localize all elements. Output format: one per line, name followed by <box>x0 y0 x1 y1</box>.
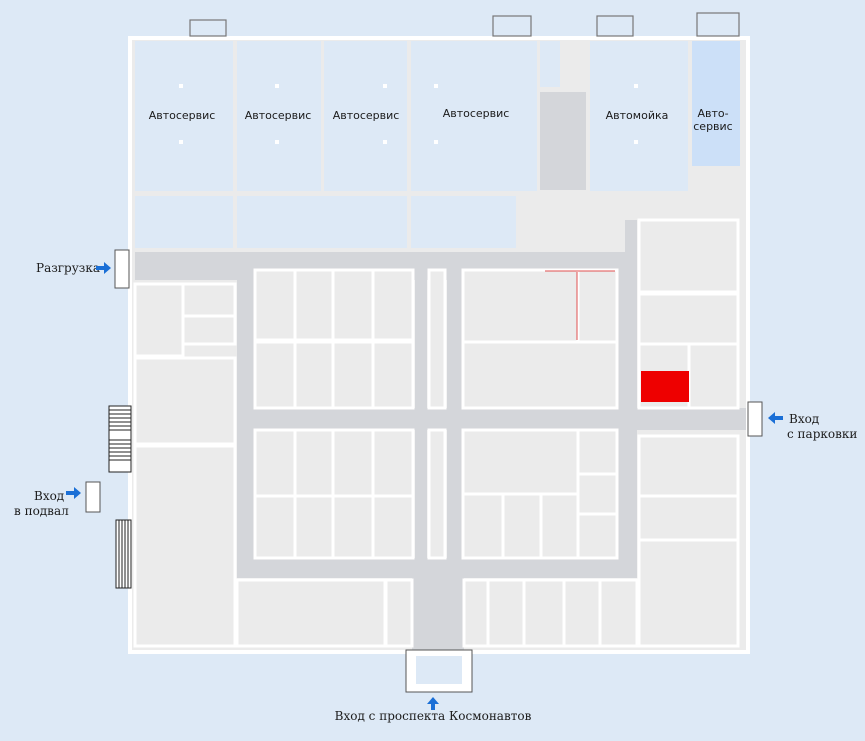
shop[interactable] <box>181 314 237 346</box>
shop[interactable] <box>461 428 580 496</box>
autoservice-room-5[interactable] <box>692 41 740 166</box>
room-label-autoservice-1: Автосервис <box>149 109 216 122</box>
basement-label-line1: Вход <box>34 489 64 503</box>
shop[interactable] <box>637 434 740 498</box>
service-wing <box>135 41 740 248</box>
shop[interactable] <box>331 494 375 560</box>
unloading-vestibule <box>114 249 130 289</box>
shop[interactable] <box>576 428 619 476</box>
arrow-left-icon <box>768 412 783 424</box>
shop[interactable] <box>462 578 490 648</box>
unloading-label: Разгрузка <box>36 261 100 275</box>
shop[interactable] <box>371 428 415 498</box>
stairs-icon <box>108 405 132 589</box>
room-label-carwash: Автомойка <box>606 109 669 122</box>
service-strip <box>520 196 738 214</box>
stair-shaft <box>540 92 586 190</box>
corridors <box>135 220 746 650</box>
shop[interactable] <box>133 356 237 446</box>
shop[interactable] <box>293 428 335 498</box>
arrow-right-icon <box>66 487 81 499</box>
shop[interactable] <box>637 292 740 346</box>
shop[interactable] <box>461 492 505 560</box>
parking-vestibule <box>747 401 763 437</box>
shop[interactable] <box>461 340 619 410</box>
shops-west <box>253 268 447 560</box>
service-lower-3 <box>411 196 516 248</box>
shop[interactable] <box>598 578 639 648</box>
highlighted-shop[interactable] <box>641 371 689 402</box>
room-label-autoservice-2: Автосервис <box>245 109 312 122</box>
shop[interactable] <box>637 494 740 542</box>
small-room-b <box>556 218 574 248</box>
shop[interactable] <box>384 578 414 648</box>
shop[interactable] <box>576 512 619 560</box>
basement-label-line2: в подвал <box>14 504 69 518</box>
shops-westwing <box>133 282 237 648</box>
shop[interactable] <box>522 578 566 648</box>
shops-south <box>235 578 639 648</box>
room-label-autoservice-5b: сервис <box>693 120 732 133</box>
arrow-right-icon <box>96 262 111 274</box>
shop[interactable] <box>181 282 237 318</box>
autoservice-room-3[interactable] <box>324 41 407 191</box>
shop[interactable] <box>293 340 335 410</box>
shop[interactable] <box>576 472 619 516</box>
shop[interactable] <box>371 340 415 410</box>
service-lower-2 <box>237 196 407 248</box>
small-room-a <box>534 218 552 248</box>
shop[interactable] <box>637 538 740 648</box>
shop[interactable] <box>133 282 185 358</box>
stair-box <box>564 41 586 87</box>
shop[interactable] <box>576 268 619 344</box>
shop[interactable] <box>371 268 415 342</box>
basement-vestibule <box>85 481 101 513</box>
shop[interactable] <box>253 268 297 342</box>
shop[interactable] <box>371 494 415 560</box>
columns <box>179 84 638 144</box>
autoservice-room-1[interactable] <box>135 41 233 191</box>
room-label-autoservice-5a: Авто- <box>697 107 728 120</box>
parking-label-line2: с парковки <box>787 427 857 441</box>
shop[interactable] <box>331 428 375 498</box>
parking-label-line1: Вход <box>789 412 819 426</box>
service-lower-1 <box>135 196 233 248</box>
main-entrance-inner <box>416 656 462 684</box>
shop[interactable] <box>539 492 580 560</box>
shop[interactable] <box>253 494 297 560</box>
shop[interactable] <box>253 340 297 410</box>
shop[interactable] <box>331 340 375 410</box>
stair-top <box>540 41 560 87</box>
shop[interactable] <box>562 578 602 648</box>
carwash-room[interactable] <box>590 41 688 191</box>
room-label-autoservice-4: Автосервис <box>443 107 510 120</box>
main-entrance-label: Вход с проспекта Космонавтов <box>335 709 532 723</box>
shop[interactable] <box>637 218 740 294</box>
shop[interactable] <box>501 492 543 560</box>
roof-vents <box>189 12 740 37</box>
shop[interactable] <box>461 268 580 344</box>
shop[interactable] <box>293 494 335 560</box>
arrow-up-icon <box>427 697 439 710</box>
shop[interactable] <box>235 578 387 648</box>
shop[interactable] <box>331 268 375 342</box>
shop[interactable] <box>253 428 297 498</box>
shop[interactable] <box>427 268 447 410</box>
autoservice-room-4[interactable] <box>411 41 537 191</box>
autoservice-room-2[interactable] <box>237 41 321 191</box>
shops-central <box>461 268 619 560</box>
shop[interactable] <box>133 444 237 648</box>
shop[interactable] <box>427 428 447 560</box>
shop[interactable] <box>687 342 740 410</box>
small-room-c <box>578 218 620 248</box>
room-label-autoservice-3: Автосервис <box>333 109 400 122</box>
shop[interactable] <box>293 268 335 342</box>
shop[interactable] <box>486 578 526 648</box>
